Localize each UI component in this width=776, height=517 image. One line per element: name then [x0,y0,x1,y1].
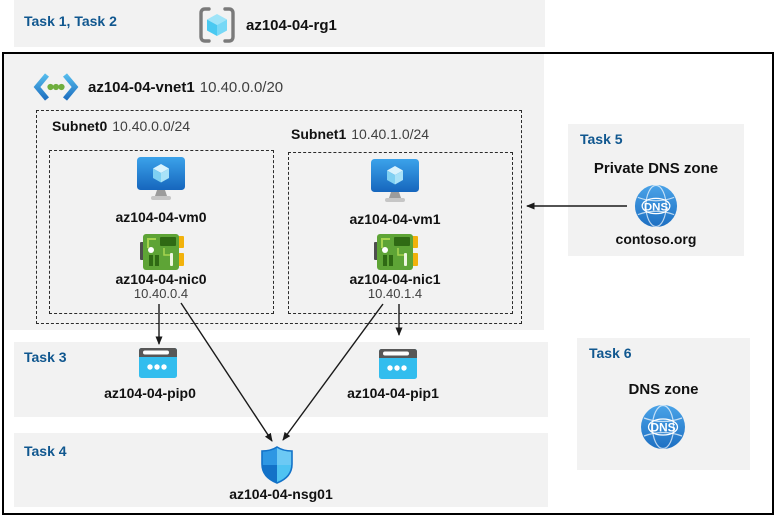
subnet0-dashed-box [49,150,274,314]
subnet1-name: Subnet1 [291,126,347,142]
nic1-ip: 10.40.1.4 [367,286,423,301]
nic1-icon [374,234,418,270]
vm1-icon [370,159,420,205]
nsg-label: az104-04-nsg01 [229,486,333,502]
vm1-label: az104-04-vm1 [349,211,441,227]
private-dns-zone-title: Private DNS zone [593,160,719,177]
pip1-label: az104-04-pip1 [347,385,439,401]
nsg-icon [260,446,294,484]
nic0-ip: 10.40.0.4 [133,286,189,301]
subnet1-dashed-box [288,152,513,314]
nic1-label: az104-04-nic1 [349,271,441,287]
task3-label: Task 3 [24,349,67,365]
vnet-name: az104-04-vnet1 [88,79,195,96]
vnet-cidr: 10.40.0.0/20 [199,79,284,96]
vnet-region [4,54,544,330]
nic0-label: az104-04-nic0 [115,271,207,287]
contoso-zone-label: contoso.org [615,231,697,247]
dns-icon-text-task6: DNS [650,421,675,435]
vm0-label: az104-04-vm0 [115,209,207,225]
resource-group-icon [197,6,237,44]
task6-label: Task 6 [589,345,632,361]
nic0-icon [140,234,184,270]
dns-icon-text-task5: DNS [644,201,669,213]
vm0-icon [136,157,186,203]
task12-band [14,0,545,47]
subnet0-name: Subnet0 [52,118,108,134]
task4-label: Task 4 [24,443,67,459]
resource-group-label: az104-04-rg1 [246,17,337,34]
dns-zone-title: DNS zone [628,381,699,398]
pip1-icon [379,349,417,379]
vnet-icon [33,72,79,102]
task5-label: Task 5 [580,131,623,147]
subnet0-cidr: 10.40.0.0/24 [112,118,191,134]
private-dns-zone-icon: DNS [634,184,678,228]
subnet1-cidr: 10.40.1.0/24 [351,126,430,142]
pip0-icon [139,348,177,378]
dns-zone-icon: DNS [640,404,686,450]
task3-band [14,342,548,417]
subnets-outer-dashed-box [36,110,522,324]
pip0-label: az104-04-pip0 [104,385,196,401]
task12-label: Task 1, Task 2 [24,13,117,29]
